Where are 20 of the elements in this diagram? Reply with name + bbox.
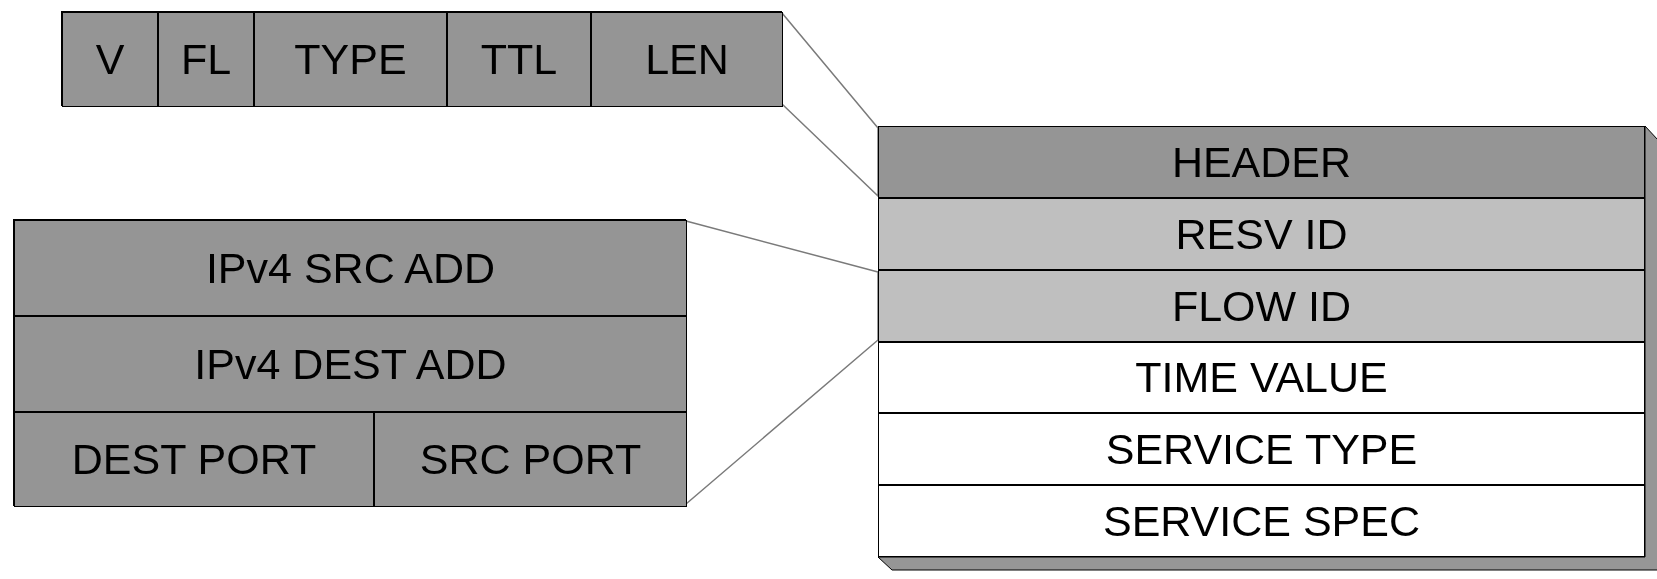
field-cell: TTL	[447, 12, 591, 107]
field-cell: FLOW ID	[878, 270, 1645, 342]
field-cell: SRC PORT	[374, 412, 687, 507]
field-cell: FL	[158, 12, 254, 107]
field-cell: SERVICE TYPE	[878, 413, 1645, 485]
field-cell: IPv4 SRC ADD	[14, 220, 687, 316]
packet-stack	[878, 126, 1657, 571]
field-cell: TYPE	[254, 12, 447, 107]
zoom-line	[685, 220, 879, 505]
field-cell: DEST PORT	[14, 412, 374, 507]
field-cell: HEADER	[878, 126, 1645, 198]
field-cell: RESV ID	[878, 198, 1645, 270]
field-cell: TIME VALUE	[878, 342, 1645, 413]
field-cell: SERVICE SPEC	[878, 485, 1645, 557]
field-group	[61, 11, 782, 106]
field-cell: V	[62, 12, 158, 107]
field-cell: IPv4 DEST ADD	[14, 316, 687, 412]
zoom-line	[781, 12, 879, 198]
field-cell: LEN	[591, 12, 783, 107]
field-group	[13, 219, 686, 506]
